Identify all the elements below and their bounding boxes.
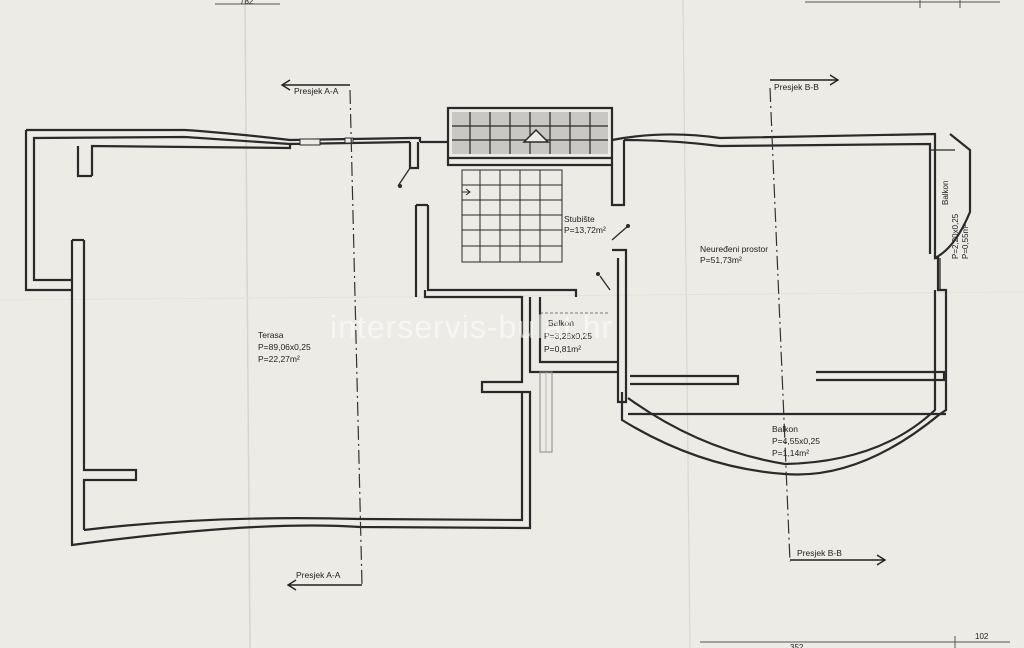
room-formula: P=89,06x0,25: [258, 342, 311, 352]
section-b-top-label: Presjek B-B: [774, 82, 819, 92]
dimension-bottom-mid: 352: [790, 643, 804, 648]
top-dimension: 782: [215, 0, 1000, 8]
room-formula: P=2,20x0,25: [951, 213, 960, 259]
room-area: P=1,14m²: [772, 448, 809, 458]
room-formula: P=3,25x0,25: [544, 331, 592, 341]
dimension-top-left: 782: [240, 0, 254, 6]
room-name: Neuređeni prostor: [700, 244, 768, 254]
watermark: interservis-bulat.hr: [330, 309, 613, 345]
room-formula: P=4,55x0,25: [772, 436, 820, 446]
room-name: Balkon: [772, 424, 798, 434]
right-wing-walls: [596, 132, 972, 476]
section-b-line: [769, 74, 887, 566]
terasa-walls: [24, 128, 532, 547]
stair-block: [398, 106, 630, 297]
room-area: P=0,55m²: [961, 224, 970, 259]
room-terasa: Terasa P=89,06x0,25 P=22,27m²: [258, 330, 311, 364]
room-area: P=22,27m²: [258, 354, 300, 364]
room-balkon-small: Balkon P=3,25x0,25 P=0,81m²: [544, 318, 592, 354]
room-balkon-side: Balkon P=2,20x0,25 P=0,55m²: [941, 181, 970, 259]
small-balcony: [528, 297, 618, 453]
room-neuredeni: Neuređeni prostor P=51,73m²: [700, 244, 768, 265]
room-name: Terasa: [258, 330, 284, 340]
section-a-line: [280, 79, 363, 591]
section-b-bottom-label: Presjek B-B: [797, 548, 842, 558]
room-name: Stubište: [564, 214, 595, 224]
dimension-bottom-right: 102: [975, 632, 989, 641]
room-name: Balkon: [941, 181, 950, 205]
section-a-bottom-label: Presjek A-A: [296, 570, 341, 580]
room-name: Balkon: [548, 318, 574, 328]
bottom-dimension: 352 102: [700, 632, 1010, 648]
section-a-top-label: Presjek A-A: [294, 86, 339, 96]
room-stubiste: Stubište P=13,72m²: [564, 214, 606, 235]
room-balkon-front: Balkon P=4,55x0,25 P=1,14m²: [772, 424, 820, 458]
room-area: P=13,72m²: [564, 225, 606, 235]
room-area: P=0,81m²: [544, 344, 581, 354]
room-area: P=51,73m²: [700, 255, 742, 265]
